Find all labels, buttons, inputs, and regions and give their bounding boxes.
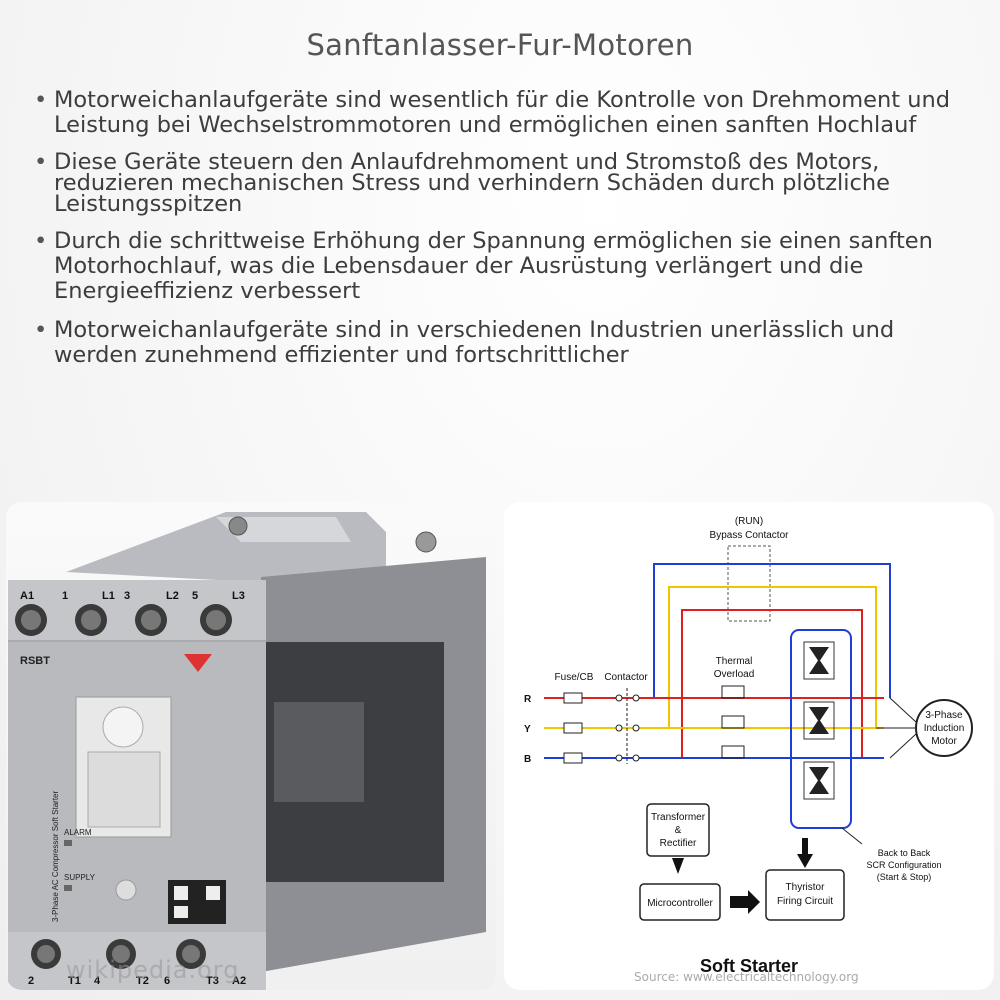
device-side-text: 3-Phase AC Compressor Soft Starter [51, 791, 60, 923]
circuit-diagram-panel: (RUN) Bypass Contactor Fuse/CB Contactor… [504, 502, 994, 990]
terminal-label: 6 [164, 975, 170, 987]
model-label: RSBT [20, 655, 50, 667]
fuse [563, 692, 583, 704]
scr-label: SCR Configuration [866, 860, 941, 870]
bullet-item: Motorweichanlaufgeräte sind in verschied… [30, 318, 960, 368]
terminal-label: L2 [166, 590, 179, 602]
soft-starter-circuit-diagram: (RUN) Bypass Contactor Fuse/CB Contactor… [524, 516, 973, 976]
diagram-caption: Soft Starter [700, 956, 798, 976]
terminal-label: T1 [68, 975, 81, 987]
terminal-label: A2 [232, 975, 246, 987]
brand-logo [184, 654, 212, 672]
terminal-label: 4 [94, 975, 101, 987]
overload-label: Overload [714, 669, 755, 680]
bypass-contactor-label: Bypass Contactor [710, 530, 790, 541]
page-title: Sanftanlasser-Fur-Motoren [306, 28, 694, 62]
terminal-label: T3 [206, 975, 219, 987]
motor-label: Induction [924, 723, 965, 734]
phase-b-label: B [524, 754, 531, 765]
supply-label: SUPPLY [64, 873, 96, 882]
transformer-block [646, 803, 710, 857]
bullet-item: Motorweichanlaufgeräte sind wesentlich f… [30, 88, 960, 138]
microcontroller-label: Microcontroller [647, 898, 713, 909]
contactor-label: Contactor [604, 672, 648, 683]
firing-circuit-block [765, 869, 845, 921]
scr-box [790, 629, 852, 829]
bypass-contactor-box [727, 545, 771, 622]
terminal-label: L3 [232, 590, 245, 602]
image-source: Source: www.electricaltechnology.org [634, 970, 859, 984]
transformer-label: Rectifier [660, 838, 697, 849]
fuse [563, 752, 583, 764]
motor-circle [915, 699, 973, 757]
transformer-label: Transformer [651, 812, 706, 823]
terminal-label: 3 [124, 590, 130, 602]
scr-label: Back to Back [878, 848, 931, 858]
phase-r-label: R [524, 694, 532, 705]
alarm-label: ALARM [64, 828, 92, 837]
terminal-label: 2 [28, 975, 34, 987]
terminal-label: 1 [62, 590, 68, 602]
terminal-label: L1 [102, 590, 115, 602]
motor-label: Motor [931, 736, 957, 747]
bullet-list: Motorweichanlaufgeräte sind wesentlich f… [30, 88, 960, 382]
motor-label: 3-Phase [925, 710, 963, 721]
terminal-label: 5 [192, 590, 198, 602]
bullet-item: Diese Geräte steuern den Anlaufdrehmomen… [30, 151, 960, 216]
soft-starter-photo: A1 1 L1 3 L2 5 L3 RSBT 3-Phase AC Compre… [6, 502, 496, 990]
scr-thyristors [809, 647, 829, 794]
run-label: (RUN) [735, 516, 763, 527]
image-watermark: wikipedia.org [66, 956, 240, 984]
bullet-item: Durch die schrittweise Erhöhung der Span… [30, 229, 960, 304]
top-terminals [15, 604, 232, 636]
scr-label: (Start & Stop) [877, 872, 932, 882]
firing-label: Thyristor [786, 882, 826, 893]
soft-starter-device: A1 1 L1 3 L2 5 L3 RSBT 3-Phase AC Compre… [8, 512, 486, 990]
terminal-label: T2 [136, 975, 149, 987]
phase-y-label: Y [524, 724, 531, 735]
thermal-label: Thermal [716, 656, 753, 667]
fuse-label: Fuse/CB [555, 672, 594, 683]
terminal-label: A1 [20, 590, 34, 602]
microcontroller-block [639, 883, 721, 921]
transformer-label: & [675, 825, 682, 836]
firing-label: Firing Circuit [777, 896, 833, 907]
fuse [563, 722, 583, 734]
